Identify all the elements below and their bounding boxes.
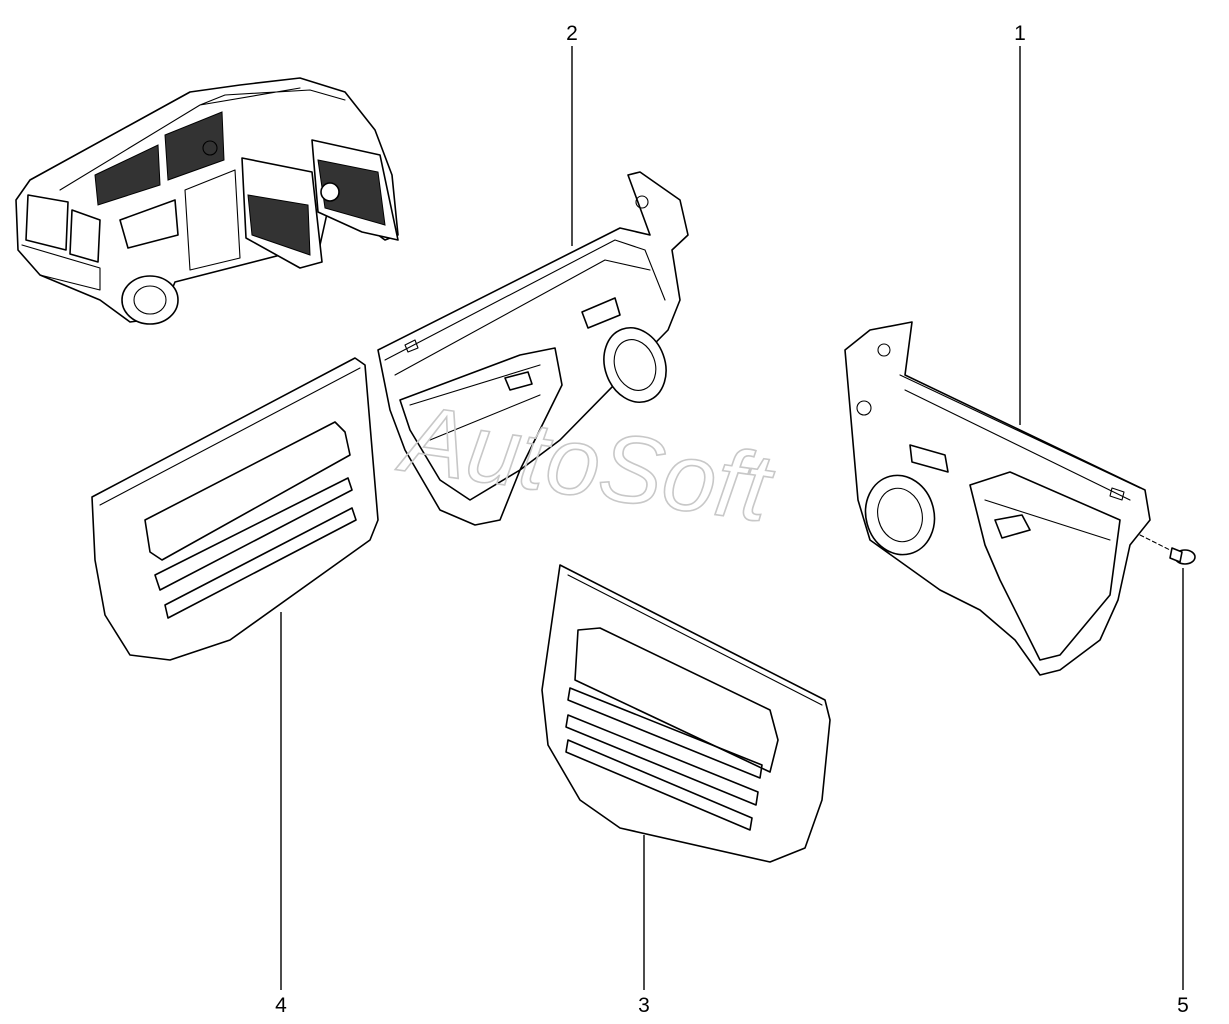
callout-1: 1 [1014, 22, 1026, 45]
door-trim-part-3 [541, 564, 831, 863]
door-trim-part-4 [91, 357, 379, 661]
door-trim-part-2 [377, 171, 689, 526]
callout-2: 2 [566, 22, 578, 45]
callout-3: 3 [638, 994, 650, 1017]
door-trim-part-1 [844, 321, 1151, 676]
vehicle-overview [15, 77, 399, 325]
callout-5: 5 [1177, 994, 1189, 1017]
callout-4: 4 [275, 994, 287, 1017]
clip-part-5 [1139, 534, 1196, 565]
